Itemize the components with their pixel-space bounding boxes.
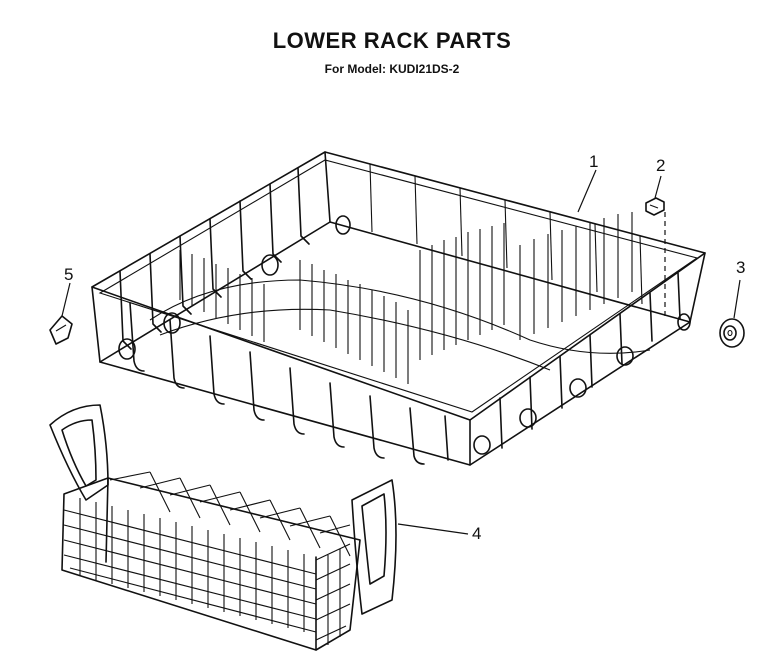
rack-wheel-drawing (719, 318, 745, 348)
rack-bumper-drawing (645, 197, 666, 318)
silverware-basket-drawing (49, 404, 397, 651)
leader-line-3 (733, 279, 741, 319)
callout-5: 5 (64, 265, 74, 284)
leader-line-2 (654, 175, 662, 199)
lower-rack-drawing (91, 151, 706, 466)
callout-3: 3 (736, 258, 746, 277)
callout-1: 1 (589, 152, 599, 171)
rack-stop-clip-drawing (49, 315, 73, 345)
callout-4: 4 (472, 524, 482, 543)
leader-line-4 (397, 523, 469, 535)
page-title: LOWER RACK PARTS (272, 28, 512, 53)
callout-2: 2 (656, 156, 666, 175)
leader-line-5 (61, 282, 71, 317)
leader-line-1 (577, 169, 597, 213)
model-subtitle: For Model: KUDI21DS-2 (324, 62, 460, 76)
